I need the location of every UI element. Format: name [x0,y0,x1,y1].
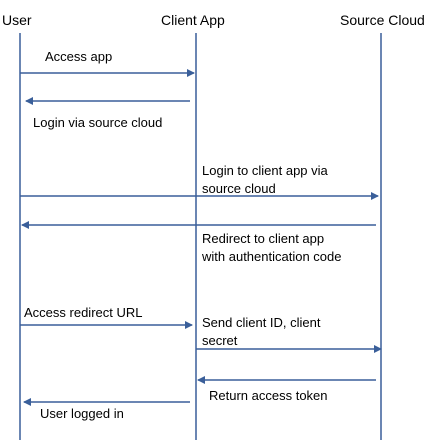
label-redirect-line2: with authentication code [202,249,342,264]
label-access-app: Access app [45,49,113,64]
label-login-client-line2: source cloud [202,181,276,196]
label-user-logged: User logged in [40,406,124,421]
participant-source-cloud: Source Cloud [340,12,425,28]
label-send-client-line2: secret [202,333,238,348]
label-redirect-line1: Redirect to client app [202,231,325,246]
label-return-token: Return access token [209,388,328,403]
participant-client-app: Client App [161,12,225,28]
label-send-client-line1: Send client ID, client [202,315,321,330]
label-login-client-line1: Login to client app via [202,163,328,178]
participant-user: User [2,12,32,28]
label-access-redirect: Access redirect URL [24,305,143,320]
label-login-via-source: Login via source cloud [33,115,163,130]
